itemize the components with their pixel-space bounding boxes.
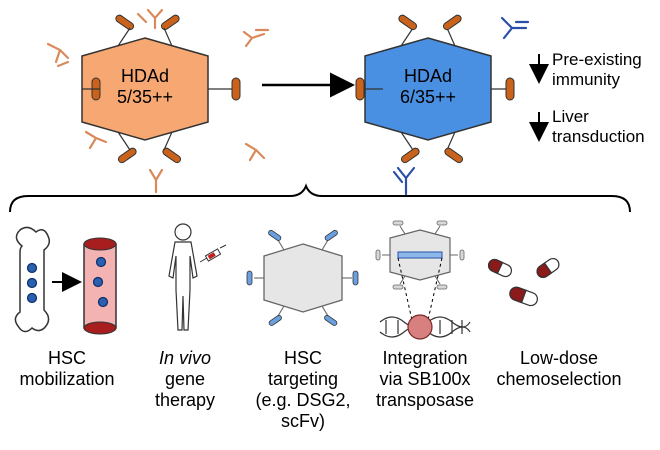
step-in-vivo-gene-therapy-label: In vivo gene therapy <box>140 348 230 411</box>
effect-text: transduction <box>552 127 645 146</box>
effect-text: Pre-existing <box>552 50 642 69</box>
fiber-knob-icon <box>355 14 515 164</box>
effect-text: Liver <box>552 107 589 126</box>
fiber-knob-icon <box>91 14 241 164</box>
sb100x-transposase-icon <box>407 314 433 340</box>
step-text: (e.g. DSG2, <box>255 390 351 410</box>
hdad-5-35-label: HDAd 5/35++ <box>105 66 185 108</box>
step-text: Low-dose <box>519 348 599 368</box>
vector-serotype: 5/35++ <box>116 87 174 107</box>
step-chemoselection-label: Low-dose chemoselection <box>494 348 624 390</box>
step-text: transposase <box>375 390 475 410</box>
step-text: HSC <box>47 348 86 368</box>
step-integration-label: Integration via SB100x transposase <box>370 348 480 411</box>
brace <box>9 183 631 213</box>
capsule-pills-icon <box>487 257 560 307</box>
step-text: scFv) <box>281 411 325 431</box>
step-text: In vivo <box>158 348 212 368</box>
step-text: gene <box>164 369 206 389</box>
effect-text: immunity <box>552 70 621 89</box>
hsc-targeting-vector <box>246 229 359 326</box>
liver-transduction-note: Liver transduction <box>552 107 645 147</box>
antibody-icon <box>392 16 530 196</box>
step-text: HSC <box>283 348 322 368</box>
step-text: therapy <box>154 390 216 410</box>
step-text: Integration <box>382 348 468 368</box>
step-text: targeting <box>267 369 339 389</box>
antibody-icon <box>46 8 270 194</box>
step-hsc-mobilization-label: HSC mobilization <box>12 348 122 390</box>
pre-existing-immunity-note: Pre-existing immunity <box>552 50 642 90</box>
sb100x-integration-icon <box>375 220 471 340</box>
step-text: chemoselection <box>496 369 622 389</box>
fiber-knob-icon <box>246 229 359 326</box>
vector-name: HDAd <box>403 66 452 86</box>
vector-name: HDAd <box>120 66 169 86</box>
syringe-icon <box>199 244 227 263</box>
step-text: mobilization <box>19 369 115 389</box>
hdad-6-35-label: HDAd 6/35++ <box>388 66 468 108</box>
hdad-6-35-capsid <box>364 37 492 141</box>
hdad-6-35-vector <box>355 14 515 164</box>
bone-to-blood-icon <box>14 226 117 335</box>
hdad-5-35-capsid <box>81 37 209 141</box>
hdad-5-35-vector <box>81 14 241 164</box>
step-text: via SB100x <box>379 369 471 389</box>
step-hsc-targeting-label: HSC targeting (e.g. DSG2, scFv) <box>250 348 356 432</box>
vector-serotype: 6/35++ <box>399 87 457 107</box>
human-body-icon <box>168 223 198 331</box>
